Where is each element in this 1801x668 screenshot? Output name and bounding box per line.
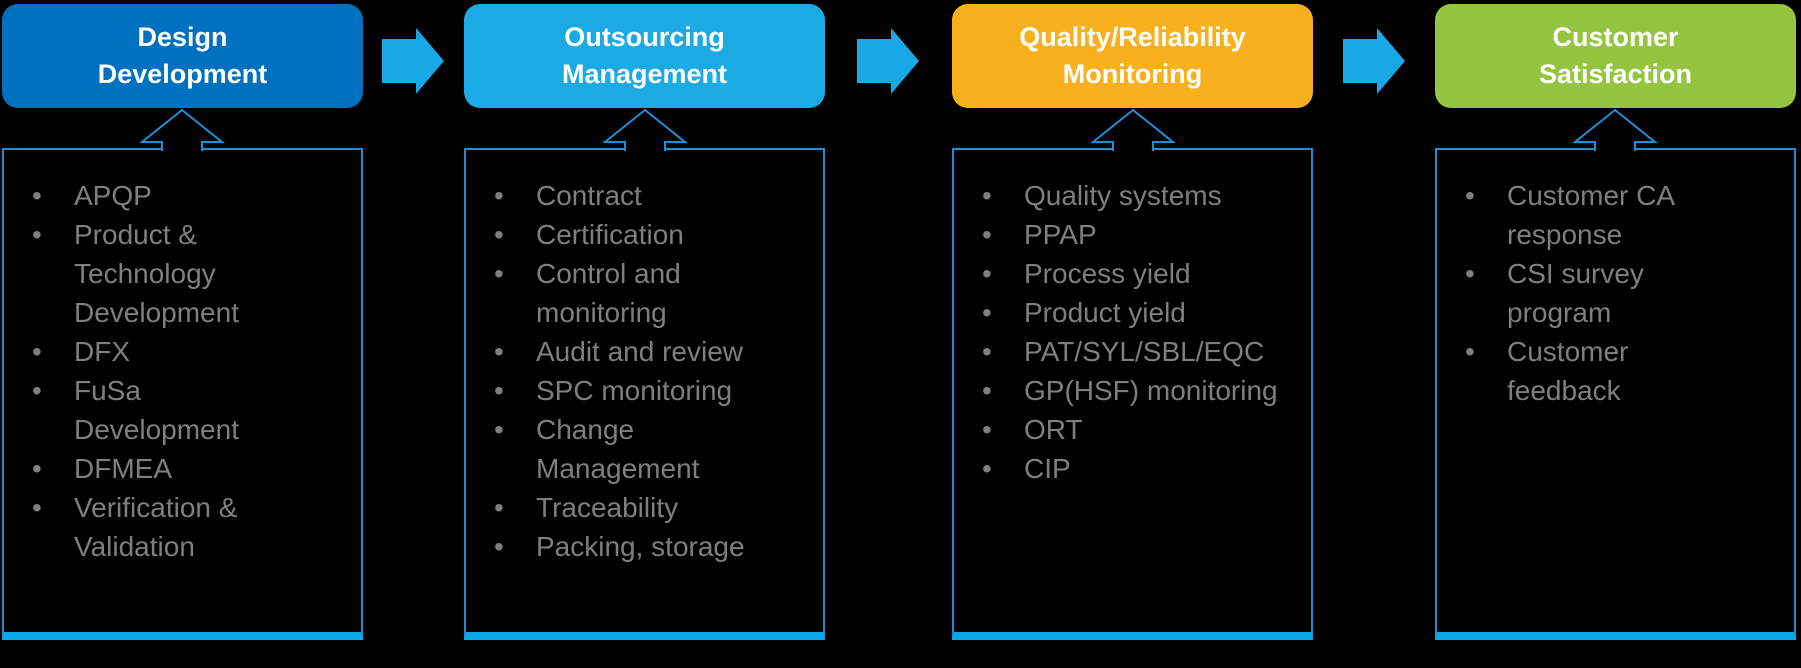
bullet-item: Audit and review	[492, 332, 813, 371]
bullet-item: PPAP	[980, 215, 1301, 254]
bullet-item: Certification	[492, 215, 813, 254]
bullet-item: APQP	[30, 176, 351, 215]
bullet-item: GP(HSF) monitoring	[980, 371, 1301, 410]
right-arrow-icon	[1343, 28, 1405, 94]
right-arrow-icon	[382, 28, 444, 94]
stage-bullet-list: Quality systemsPPAPProcess yieldProduct …	[954, 150, 1311, 488]
stage-header-quality-reliability-monitoring: Quality/Reliability Monitoring	[952, 4, 1313, 108]
bullet-item: ORT	[980, 410, 1301, 449]
up-arrow-callout-icon	[139, 108, 225, 151]
bullet-item: Product yield	[980, 293, 1301, 332]
bullet-item: Packing, storage	[492, 527, 813, 566]
bullet-item: DFX	[30, 332, 351, 371]
bullet-item: Change Management	[492, 410, 813, 488]
bullet-item: Contract	[492, 176, 813, 215]
bullet-item: Customer feedback	[1463, 332, 1784, 410]
stage-bullet-list: ContractCertificationControl and monitor…	[466, 150, 823, 566]
stage-header-outsourcing-management: Outsourcing Management	[464, 4, 825, 108]
bullet-item: Product & Technology Development	[30, 215, 351, 332]
bullet-item: Control and monitoring	[492, 254, 813, 332]
right-arrow-icon	[857, 28, 919, 94]
up-arrow-callout-icon	[1090, 108, 1176, 151]
stage-details-box-quality-reliability-monitoring: Quality systemsPPAPProcess yieldProduct …	[952, 148, 1313, 640]
stage-details-box-outsourcing-management: ContractCertificationControl and monitor…	[464, 148, 825, 640]
bullet-item: Quality systems	[980, 176, 1301, 215]
up-arrow-callout-icon	[602, 108, 688, 151]
bullet-item: Traceability	[492, 488, 813, 527]
bullet-item: CIP	[980, 449, 1301, 488]
stage-details-box-design-development: APQPProduct & Technology DevelopmentDFXF…	[2, 148, 363, 640]
stage-bullet-list: APQPProduct & Technology DevelopmentDFXF…	[4, 150, 361, 566]
stage-header-design-development: Design Development	[2, 4, 363, 108]
bullet-item: CSI survey program	[1463, 254, 1784, 332]
stage-header-customer-satisfaction: Customer Satisfaction	[1435, 4, 1796, 108]
stage-bullet-list: Customer CA responseCSI survey programCu…	[1437, 150, 1794, 410]
bullet-item: PAT/SYL/SBL/EQC	[980, 332, 1301, 371]
bullet-item: SPC monitoring	[492, 371, 813, 410]
bullet-item: Customer CA response	[1463, 176, 1784, 254]
up-arrow-callout-icon	[1572, 108, 1658, 151]
stage-details-box-customer-satisfaction: Customer CA responseCSI survey programCu…	[1435, 148, 1796, 640]
bullet-item: DFMEA	[30, 449, 351, 488]
bullet-item: Process yield	[980, 254, 1301, 293]
bullet-item: Verification & Validation	[30, 488, 351, 566]
bullet-item: FuSa Development	[30, 371, 351, 449]
